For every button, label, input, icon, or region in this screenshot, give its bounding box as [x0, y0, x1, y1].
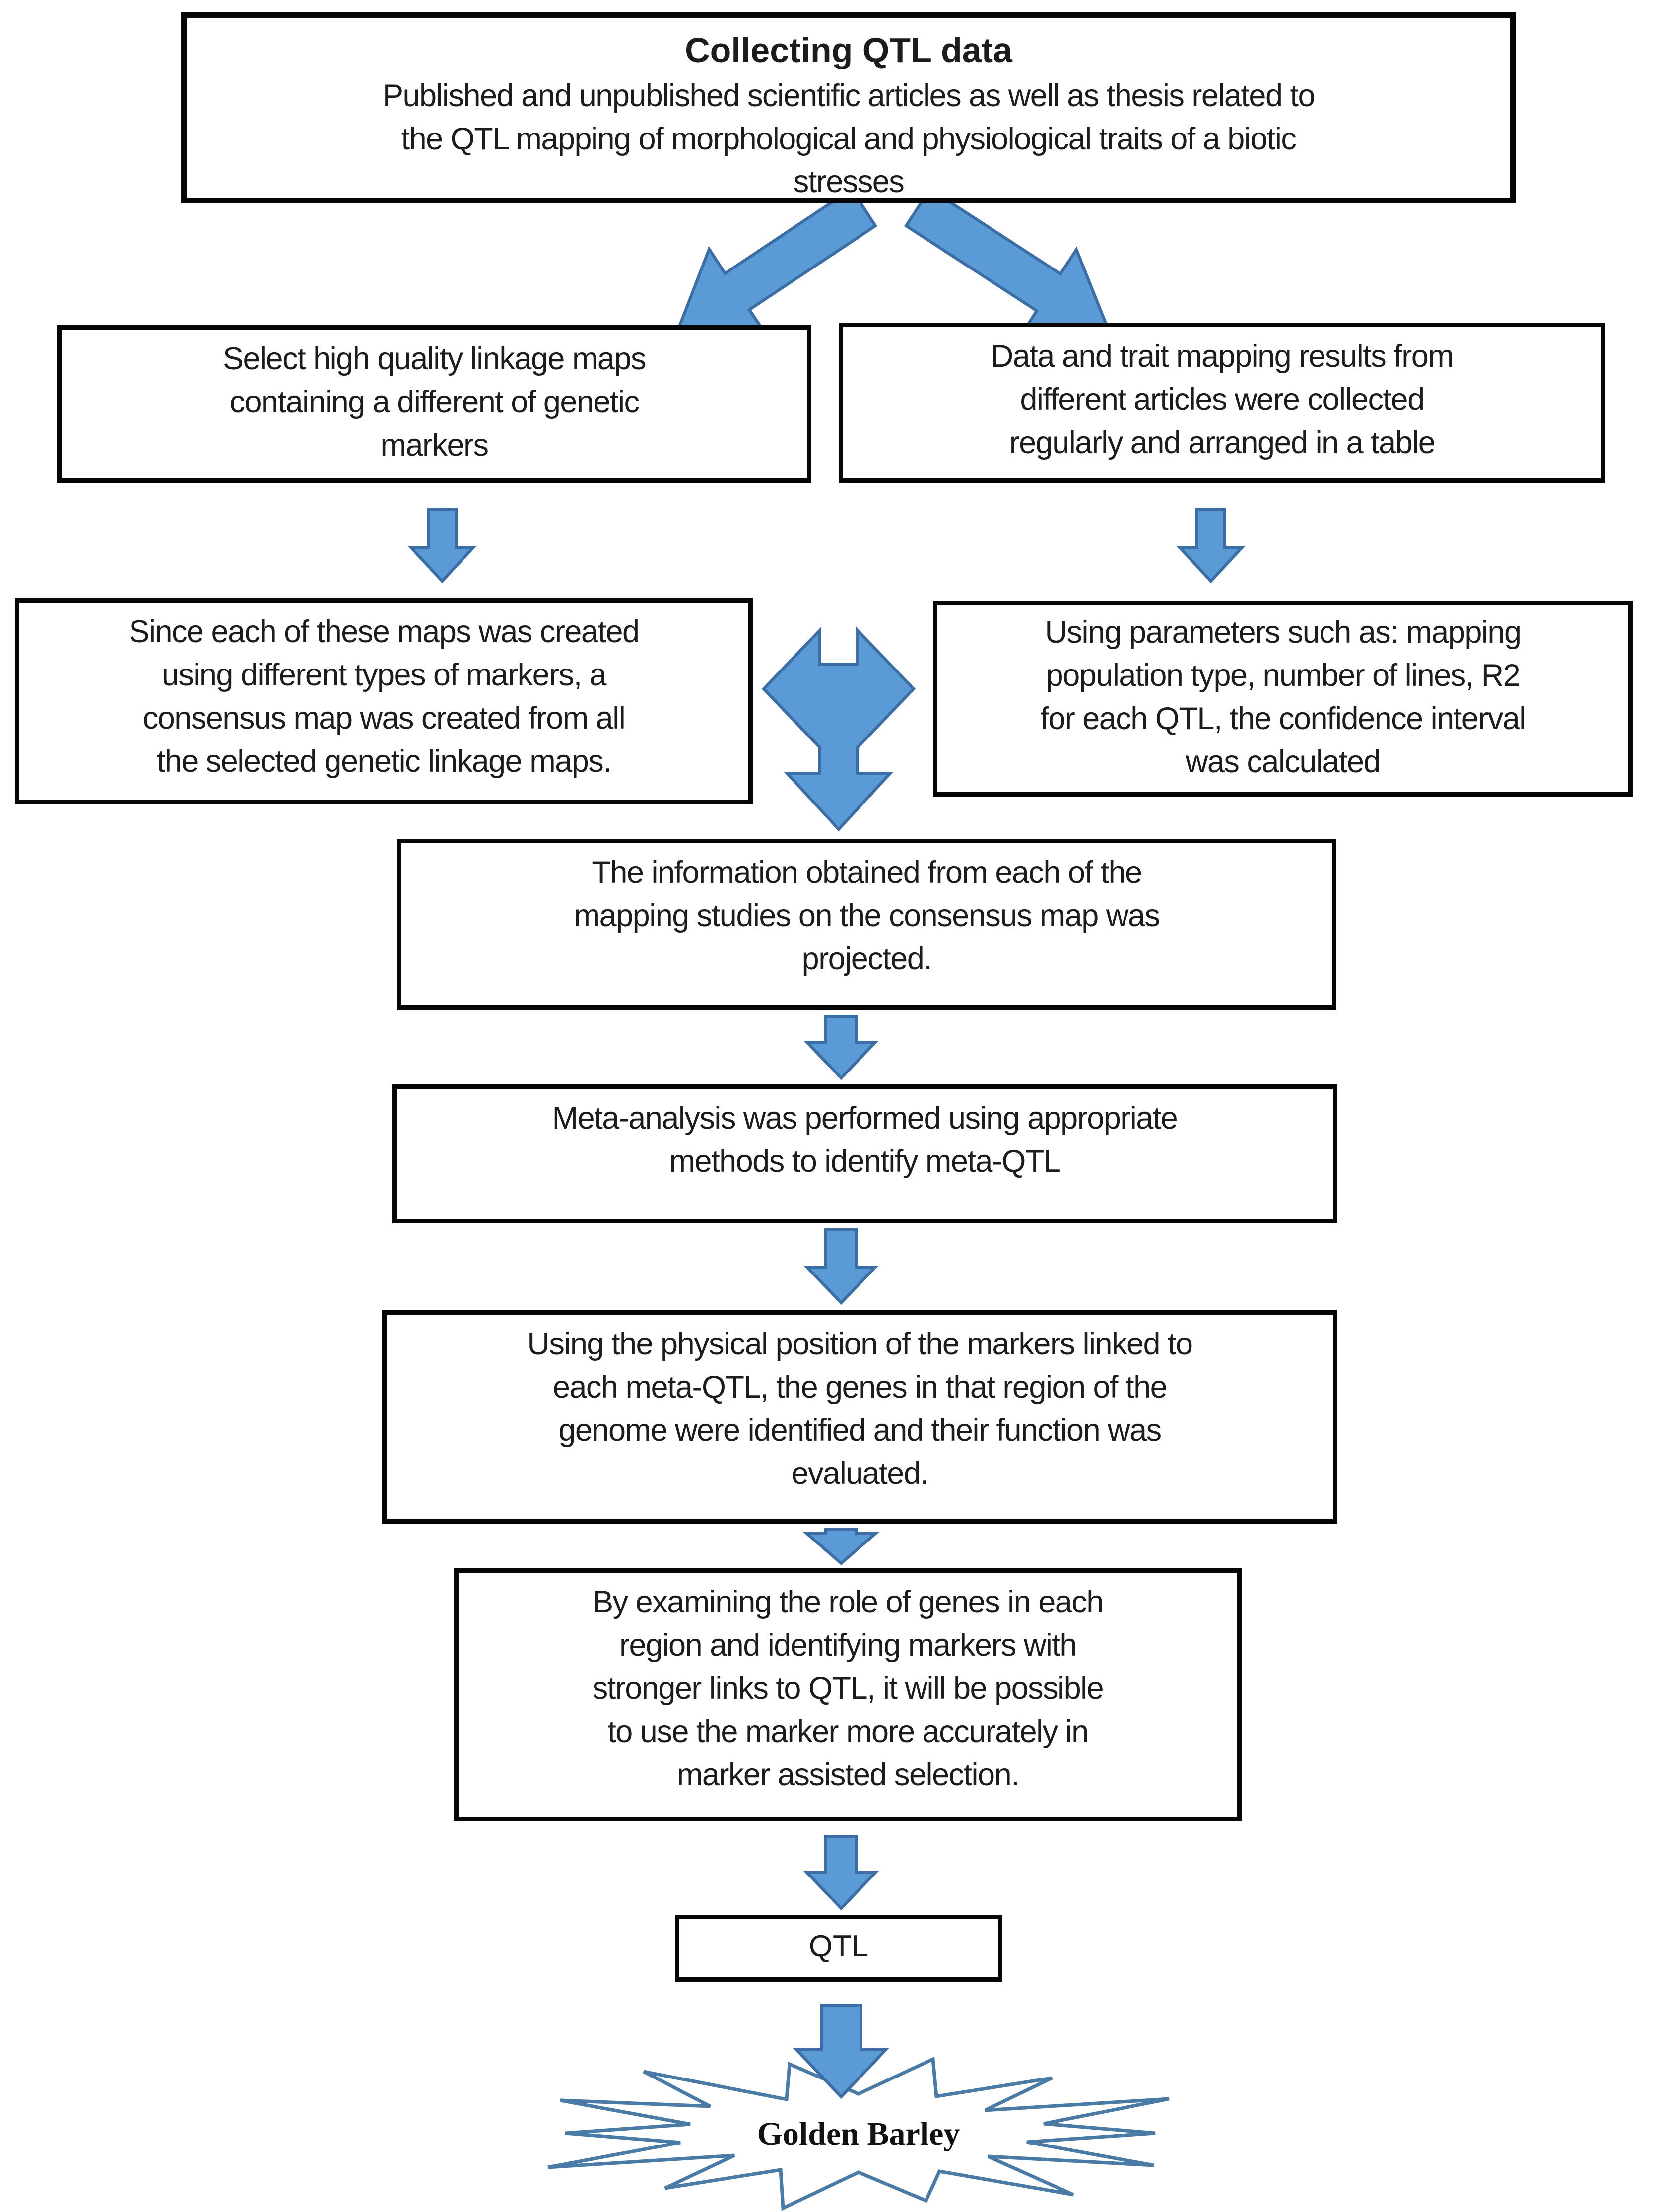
- gene-function-text: Using the physical position of the marke…: [527, 1327, 1193, 1491]
- arrow-projection-to-meta: [803, 1015, 879, 1080]
- projection-text: The information obtained from each of th…: [574, 855, 1160, 976]
- box-projection: The information obtained from each of th…: [397, 839, 1336, 1010]
- box-consensus-map: Since each of these maps was created usi…: [15, 598, 753, 804]
- golden-barley-label: Golden Barley: [757, 2116, 960, 2152]
- box-qtl: QTL: [675, 1915, 1002, 1982]
- box-marker-selection: By examining the role of genes in each r…: [454, 1568, 1242, 1821]
- box-meta-analysis: Meta-analysis was performed using approp…: [392, 1084, 1337, 1223]
- box-gene-function: Using the physical position of the marke…: [382, 1310, 1337, 1524]
- data-trait-results-text: Data and trait mapping results from diff…: [991, 339, 1454, 460]
- box-data-trait-results: Data and trait mapping results from diff…: [839, 323, 1605, 483]
- arrow-genefunction-to-mas: [802, 1528, 880, 1565]
- marker-selection-text: By examining the role of genes in each r…: [592, 1585, 1104, 1792]
- consensus-map-text: Since each of these maps was created usi…: [129, 614, 640, 779]
- arrow-top-to-data-results: [904, 187, 1112, 337]
- collecting-qtl-body: Published and unpublished scientific art…: [382, 78, 1316, 200]
- arrow-three-way-consensus-parameters-projection: [761, 626, 916, 832]
- arrow-data-to-parameters: [1176, 508, 1246, 584]
- select-linkage-maps-text: Select high quality linkage maps contain…: [222, 341, 647, 463]
- parameters-calculated-text: Using parameters such as: mapping popula…: [1040, 615, 1526, 779]
- meta-analysis-text: Meta-analysis was performed using approp…: [552, 1101, 1178, 1179]
- box-parameters-calculated: Using parameters such as: mapping popula…: [933, 601, 1633, 797]
- box-collecting-qtl-data: Collecting QTL data Published and unpubl…: [181, 12, 1516, 203]
- arrow-mas-to-qtl: [803, 1835, 879, 1911]
- arrow-select-to-consensus: [407, 508, 477, 584]
- arrow-top-to-select-maps: [675, 187, 878, 336]
- collecting-qtl-title: Collecting QTL data: [685, 31, 1012, 69]
- qtl-text: QTL: [808, 1929, 869, 1963]
- box-select-linkage-maps: Select high quality linkage maps contain…: [57, 325, 811, 483]
- arrow-meta-to-genefunction: [803, 1228, 879, 1305]
- golden-barley-starburst: [547, 2056, 1170, 2211]
- arrow-qtl-to-goldenbarley: [793, 2004, 889, 2099]
